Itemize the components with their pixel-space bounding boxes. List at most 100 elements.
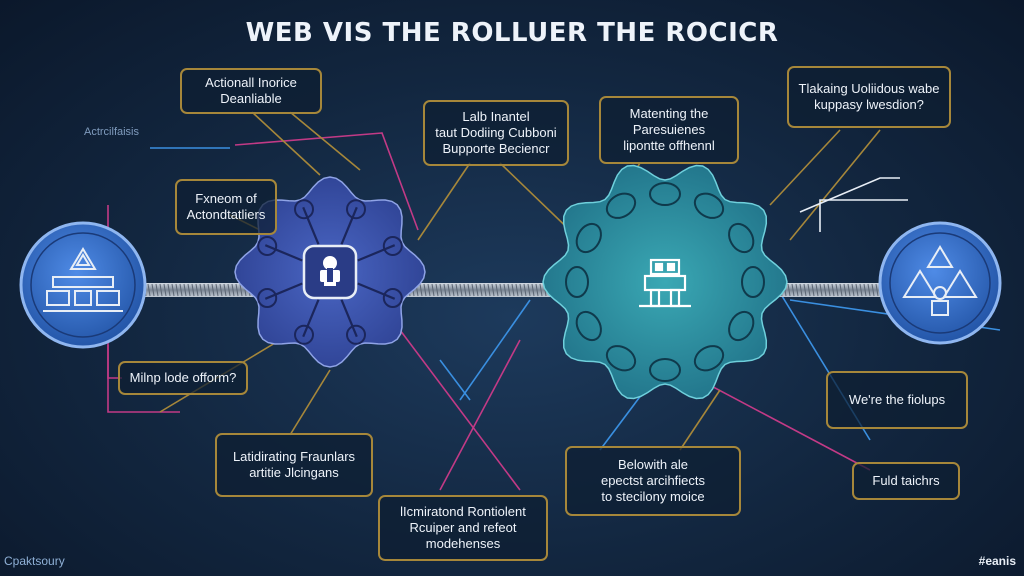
label-line: Actionall Inorice <box>205 75 297 90</box>
gear-knob <box>346 324 366 345</box>
label-line: Belowith ale <box>617 457 689 472</box>
shaft-tick <box>155 283 159 297</box>
shaft-tick <box>147 283 151 297</box>
shaft-tick <box>431 283 435 297</box>
shaft-tick <box>183 283 187 297</box>
shaft-tick <box>499 283 503 297</box>
shaft-tick <box>491 283 495 297</box>
label-line: Lalb Inantel <box>462 109 530 124</box>
footer-left-logo: Cpaktsoury <box>4 554 65 568</box>
label-line: Paresuienes <box>632 122 706 137</box>
gear-ring-icon <box>575 222 602 254</box>
shaft-tick <box>171 283 175 297</box>
shaft-tick <box>807 283 811 297</box>
gear-knob <box>294 324 314 345</box>
gear-ring-icon <box>728 222 755 254</box>
gear-spoke <box>340 299 358 338</box>
gear-spoke <box>264 244 303 262</box>
shaft-tick <box>875 283 879 297</box>
shaft-tick <box>211 283 215 297</box>
shaft-tick <box>495 283 499 297</box>
shaft-tick <box>831 283 835 297</box>
shaft-tick <box>159 283 163 297</box>
label-line: artitie Jlcingans <box>249 465 339 480</box>
gear-ring-icon <box>693 192 725 219</box>
shaft-tick <box>511 283 515 297</box>
teal-gear <box>542 164 788 400</box>
shaft-tick <box>859 283 863 297</box>
shaft-tick <box>871 283 875 297</box>
shaft-tick <box>175 283 179 297</box>
gear-knob <box>257 236 278 256</box>
shaft-tick <box>503 283 507 297</box>
label-box-top-left: Actionall Inorice Deanliable <box>180 68 322 114</box>
shaft-tick <box>203 283 207 297</box>
shaft-tick <box>843 283 847 297</box>
shaft-tick <box>855 283 859 297</box>
label-box-center-left-top: Lalb Inantel taut Dodiing Cubboni Buppor… <box>423 100 569 166</box>
label-box-right-low: Fuld taichrs <box>852 462 960 500</box>
shaft-tick <box>535 283 539 297</box>
gear-ring-icon <box>605 192 637 219</box>
label-line: Fxneom of <box>195 191 257 206</box>
hierarchy-icon <box>43 247 123 312</box>
shaft-tick <box>795 283 799 297</box>
right-node <box>878 221 1002 345</box>
shaft-tick <box>187 283 191 297</box>
shaft-tick <box>163 283 167 297</box>
label-line: We're the fiolups <box>848 392 946 407</box>
shaft-tick <box>515 283 519 297</box>
connector-line <box>789 129 881 241</box>
shaft-tick <box>815 283 819 297</box>
shaft-tick <box>447 283 451 297</box>
label-box-bottom-center: lIcmiratond Rontiolent Rcuiper and refeo… <box>378 495 548 561</box>
robot-icon <box>639 258 691 308</box>
shaft-tick <box>851 283 855 297</box>
shaft-tick <box>451 283 455 297</box>
connector-line <box>799 177 900 213</box>
connector-line <box>289 111 361 171</box>
triangles-icon <box>902 245 978 316</box>
connector-line <box>417 162 471 241</box>
shaft-tick <box>227 283 231 297</box>
shaft-tick <box>507 283 511 297</box>
connector-line <box>107 345 122 379</box>
left-node <box>19 221 147 349</box>
label-line: Milnp lode ofform? <box>129 370 237 385</box>
shaft-tick <box>439 283 443 297</box>
gear-ring-icon <box>649 182 681 206</box>
label-box-right-mid: We're the fiolups <box>826 371 968 429</box>
shaft-tick <box>191 283 195 297</box>
gear-knob <box>382 236 403 256</box>
shaft-tick <box>151 283 155 297</box>
connector-line <box>459 299 531 401</box>
gear-hub-icon <box>320 256 340 286</box>
shaft-tick <box>207 283 211 297</box>
shaft-tick <box>791 283 795 297</box>
shaft-tick <box>167 283 171 297</box>
shaft-tick <box>459 283 463 297</box>
connector-line <box>769 129 841 206</box>
shaft-tick <box>427 283 431 297</box>
gear-spoke <box>302 299 320 338</box>
label-line: Fuld taichrs <box>872 473 940 488</box>
shaft-tick <box>215 283 219 297</box>
label-line: Deanliable <box>220 91 282 106</box>
shaft-tick <box>239 283 243 297</box>
label-line: epectst arcihfiects <box>600 473 706 488</box>
blue-gear <box>234 176 426 368</box>
gear-knob <box>257 288 278 308</box>
shaft-tick <box>799 283 803 297</box>
label-line: Actondtatliers <box>186 207 266 222</box>
label-line: to stecilony moice <box>601 489 705 504</box>
shaft-tick <box>803 283 807 297</box>
label-box-left-low: Milnp lode ofform? <box>118 361 248 395</box>
label-line: Tlakaing Uoliidous wabe <box>798 81 940 96</box>
connector-line <box>819 199 908 232</box>
shaft-tick <box>483 283 487 297</box>
gear-spoke <box>264 282 303 300</box>
shaft-tick <box>467 283 471 297</box>
shaft-tick <box>419 283 423 297</box>
connector-line <box>439 339 521 491</box>
label-line: Rcuiper and refeot <box>409 520 517 535</box>
